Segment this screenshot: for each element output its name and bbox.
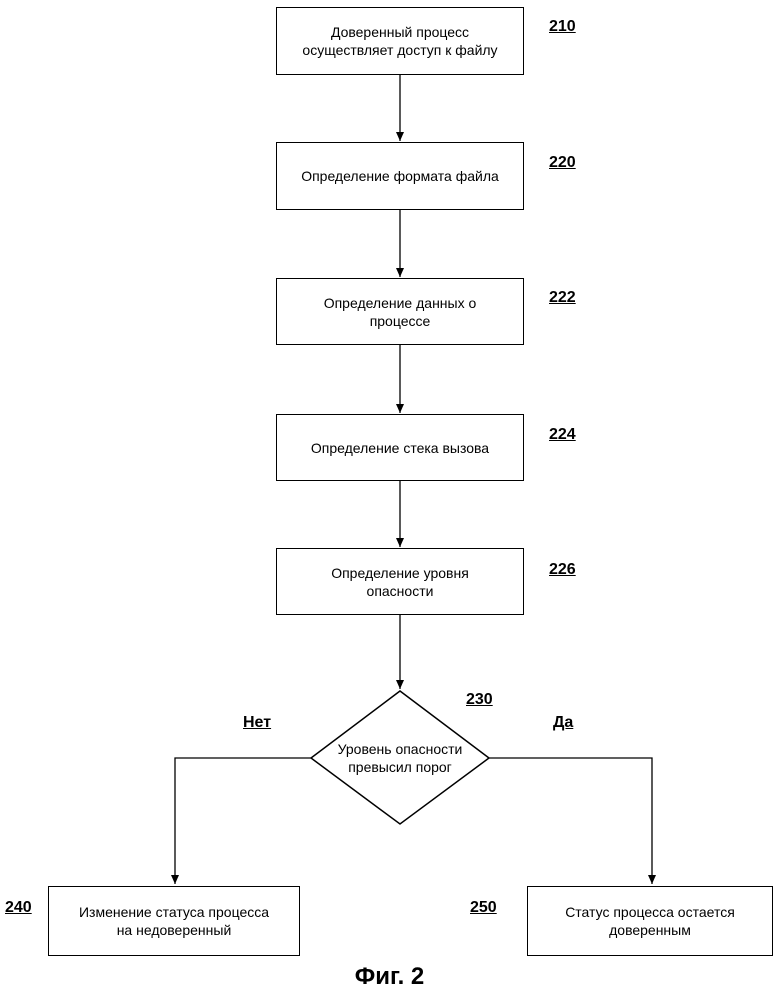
step-222-ref: 222: [549, 289, 576, 307]
decision-no-label: Нет: [243, 714, 271, 732]
step-210-box: Доверенный процесс осуществляет доступ к…: [276, 7, 524, 75]
step-222-text: Определение данных о процессе: [324, 294, 477, 330]
step-250-box: Статус процесса остается доверенным: [527, 886, 773, 956]
step-220-ref: 220: [549, 154, 576, 172]
decision-230-ref: 230: [466, 691, 493, 709]
step-250-ref: 250: [470, 899, 497, 917]
step-240-box: Изменение статуса процесса на недоверенн…: [48, 886, 300, 956]
step-220-text: Определение формата файла: [301, 167, 499, 185]
decision-230-text: Уровень опасности превысил порог: [310, 740, 490, 776]
step-222-box: Определение данных о процессе: [276, 278, 524, 345]
step-226-box: Определение уровня опасности: [276, 548, 524, 615]
arrow-no-branch: [175, 758, 311, 884]
step-250-text: Статус процесса остается доверенным: [565, 903, 735, 939]
step-224-ref: 224: [549, 426, 576, 444]
step-224-box: Определение стека вызова: [276, 414, 524, 481]
step-220-box: Определение формата файла: [276, 142, 524, 210]
figure-caption: Фиг. 2: [0, 963, 779, 991]
step-210-ref: 210: [549, 18, 576, 36]
step-224-text: Определение стека вызова: [311, 439, 489, 457]
decision-yes-label: Да: [553, 714, 573, 732]
step-226-ref: 226: [549, 561, 576, 579]
step-210-text: Доверенный процесс осуществляет доступ к…: [302, 23, 497, 59]
step-240-ref: 240: [5, 899, 32, 917]
step-240-text: Изменение статуса процесса на недоверенн…: [79, 903, 269, 939]
arrow-yes-branch: [489, 758, 652, 884]
step-226-text: Определение уровня опасности: [331, 564, 469, 600]
